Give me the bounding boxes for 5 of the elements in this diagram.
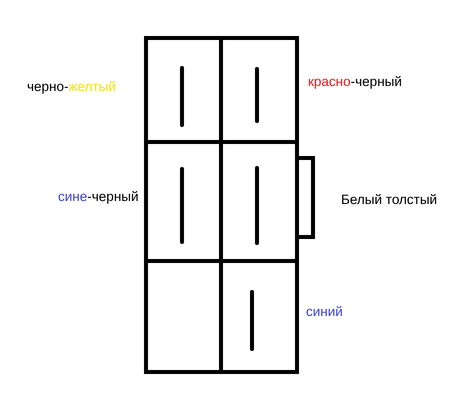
- wire-color-label: черно-желтый: [27, 79, 116, 95]
- wire-color-label: сине-черный: [58, 189, 139, 205]
- wire-color-label: красно-черный: [308, 74, 402, 90]
- wire-color-label: синий: [306, 304, 343, 320]
- wire-color-label: Белый толстый: [341, 192, 438, 208]
